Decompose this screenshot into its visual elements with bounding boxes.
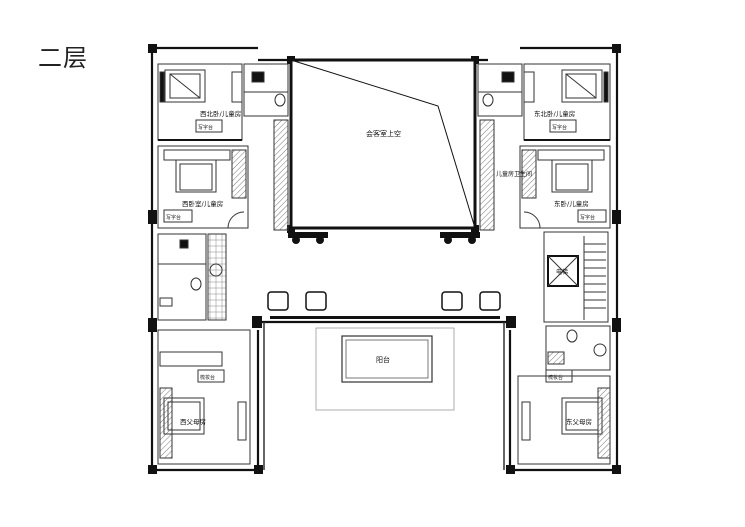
room-label-nw-child: 西北卧/儿童房 — [200, 109, 241, 118]
room-label-west-parents: 西父母房 — [180, 417, 206, 426]
dresser-label: 梳妆台 — [548, 374, 563, 381]
east-bath — [545, 325, 611, 371]
ne-bedroom — [523, 63, 611, 141]
east-parents — [517, 369, 611, 465]
room-label-void: 会客室上空 — [366, 129, 401, 138]
room-label-balcony: 阳台 — [376, 355, 390, 364]
nw-bedroom — [157, 63, 243, 141]
west-parents — [157, 329, 251, 465]
stair-core — [543, 231, 609, 323]
room-label-ne-child: 东北卧/儿童房 — [534, 109, 575, 118]
room-label-east-parents: 东父母房 — [566, 417, 592, 426]
east-wardrobe — [479, 119, 495, 231]
balustrade — [270, 316, 500, 319]
void-railing-chairs — [288, 232, 480, 244]
desk-label: 写字台 — [198, 124, 213, 131]
room-label-west-child: 西卧室/儿童房 — [182, 199, 223, 208]
west-service — [157, 233, 227, 321]
room-label-east-child: 东卧/儿童房 — [554, 199, 589, 208]
room-label-child-bath: 儿童房卫生间 — [496, 170, 532, 178]
nw-bath — [243, 63, 289, 117]
floor-title: 二层 — [38, 44, 88, 72]
balcony — [263, 322, 505, 470]
desk-label: 写字台 — [166, 214, 181, 221]
desk-label: 写字台 — [552, 124, 567, 131]
dresser-label: 梳妆台 — [200, 374, 215, 381]
exterior-walls — [150, 46, 619, 472]
west-wardrobe — [273, 119, 289, 231]
ne-bath — [477, 63, 523, 117]
east-bedroom — [519, 145, 611, 229]
hall-armchairs — [267, 291, 501, 311]
central-void — [289, 58, 477, 230]
room-label-elevator: 电梯 — [556, 268, 568, 276]
desk-label: 写字台 — [580, 214, 595, 221]
wall-blocks — [148, 44, 621, 474]
west-bedroom — [157, 145, 249, 229]
